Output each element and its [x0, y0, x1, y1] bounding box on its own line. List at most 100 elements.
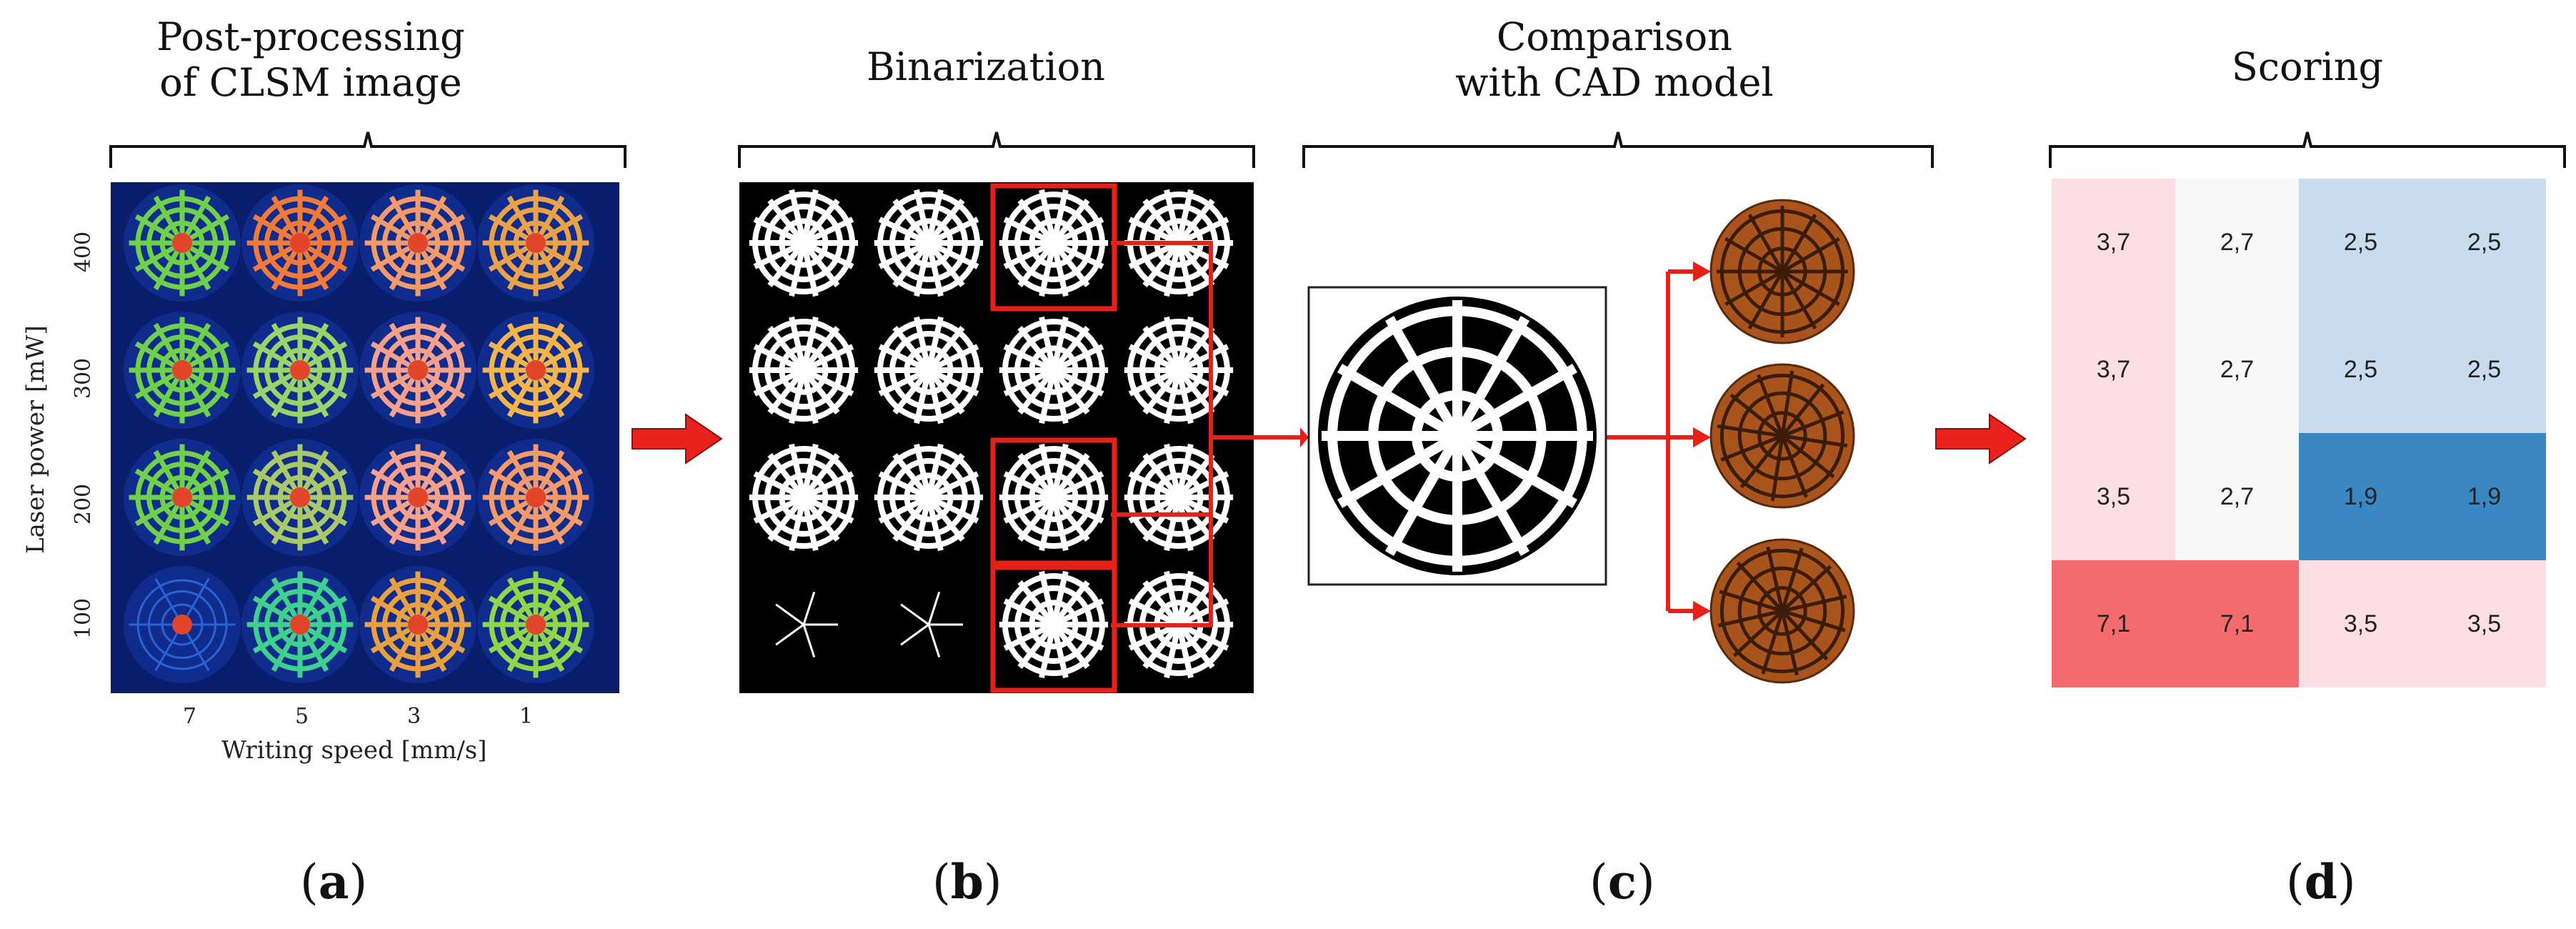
- variant-2-pattern-ring-1: [1737, 391, 1827, 481]
- variant-1-pattern-spoke-8: [1747, 214, 1784, 273]
- variant-1-hub: [1777, 266, 1788, 277]
- variant-1-rim: [1709, 199, 1855, 344]
- arrow-a-to-b: [631, 413, 723, 464]
- binarized-image: [739, 182, 1254, 693]
- connector-to-cad-head: [1300, 427, 1309, 447]
- panel-d-bracket: [2049, 131, 2566, 168]
- variant-1-pattern: [1717, 206, 1848, 337]
- cad-pattern-spoke-8: [1384, 315, 1462, 439]
- clsm-structure-r3-c2-core: [290, 487, 310, 507]
- x-tick-3: 3: [407, 704, 421, 729]
- variant-2-pattern-spoke-6: [1717, 424, 1783, 438]
- caption-a: (a): [300, 854, 367, 910]
- score-cell-r2-c4: 2,5: [2422, 306, 2546, 433]
- variant-1-pattern-spoke-10: [1780, 214, 1817, 273]
- panel-c-title-line2: with CAD model: [1455, 60, 1774, 105]
- caption-b: (b): [932, 854, 1002, 910]
- connector-branch-mid-head: [1693, 427, 1711, 447]
- variant-3-pattern-spoke-9: [1780, 547, 1804, 612]
- caption-d-close: ): [2337, 855, 2356, 910]
- variant-2-pattern-spoke-3: [1770, 435, 1784, 502]
- panel-c-title-line1: Comparison: [1497, 14, 1732, 59]
- cad-hub: [1450, 429, 1464, 443]
- variant-2-pattern-spoke-1: [1781, 434, 1835, 479]
- variant-2-pattern-spoke-11: [1782, 410, 1844, 438]
- caption-c-letter: c: [1607, 854, 1637, 910]
- clsm-structure-r1-c4-core: [526, 233, 546, 253]
- clsm-structure-r1-c3: [364, 189, 471, 297]
- variant-3-pattern-ring-0: [1757, 586, 1807, 636]
- binary-structure-r4-c2: [900, 591, 963, 658]
- connector-top-box: [1111, 241, 1213, 627]
- x-tick-5: 5: [295, 704, 309, 729]
- variant-2-pattern-spoke-8: [1757, 374, 1784, 437]
- caption-c-open: (: [1589, 855, 1608, 910]
- variant-1-pattern-spoke-1: [1781, 269, 1840, 307]
- variant-2-pattern-ring-2: [1719, 373, 1845, 499]
- variant-2-pattern-spoke-2: [1780, 435, 1808, 498]
- binary-structure-r2-c1-core: [794, 360, 814, 380]
- panel-a-title: Post-processing of CLSM image: [107, 14, 514, 106]
- cad-pattern: [1322, 300, 1593, 572]
- panel-d-title: Scoring: [2231, 44, 2384, 89]
- binary-structure-r4-c2-spoke-1: [927, 624, 941, 658]
- variant-3-pattern-spoke-3: [1761, 610, 1784, 675]
- score-cell-r2-c3: 2,5: [2299, 306, 2422, 433]
- variant-1-pattern-spoke-4: [1747, 270, 1784, 329]
- variant-2-hub: [1777, 430, 1788, 442]
- clsm-structure-r1-c2: [246, 189, 354, 297]
- highlight-box-3: [990, 565, 1117, 693]
- clsm-image: [111, 182, 619, 693]
- clsm-structure-r4-c2-core: [290, 615, 310, 635]
- variant-3-pattern-spoke-6: [1719, 590, 1783, 613]
- clsm-structure-r2-c3-core: [408, 360, 428, 380]
- score-cell-r1-c4: 2,5: [2422, 179, 2546, 306]
- score-cell-r1-c3: 2,5: [2299, 179, 2422, 306]
- clsm-structure-r2-c1-core: [172, 360, 192, 380]
- binary-structure-r4-c3: [999, 570, 1109, 679]
- x-tick-7: 7: [183, 704, 197, 729]
- variant-2-pattern-spoke-0: [1782, 434, 1848, 448]
- binary-structure-r4-c2-spoke-3: [900, 603, 929, 626]
- clsm-structure-r2-c4-core: [526, 360, 546, 380]
- binary-structure-r4-c1-spoke-1: [802, 624, 816, 658]
- variant-1-pattern-spoke-11: [1781, 237, 1840, 274]
- variant-3-hub: [1777, 605, 1788, 617]
- clsm-structure-r3-c1-core: [172, 487, 192, 507]
- variant-3-pattern-ring-2: [1719, 548, 1845, 674]
- panel-c-title: Comparison with CAD model: [1300, 14, 1929, 106]
- clsm-structure-r2-c2-core: [290, 360, 310, 380]
- binary-structure-r4-c1-spoke-2: [775, 623, 804, 646]
- variant-2-pattern-spoke-7: [1729, 393, 1784, 437]
- binary-structure-r1-c2-core: [919, 233, 939, 253]
- variant-1-pattern-spoke-5: [1724, 269, 1784, 307]
- panel-a-title-line1: Post-processing: [156, 14, 465, 59]
- panel-a-title-line2: of CLSM image: [159, 60, 462, 105]
- binary-structure-r4-c2-spoke-2: [900, 623, 929, 646]
- panel-c-bracket: [1302, 131, 1934, 168]
- score-cell-r4-c1: 7,1: [2052, 560, 2175, 687]
- variant-3-pattern-spoke-0: [1782, 609, 1846, 632]
- clsm-structure-r1-c3-core: [408, 233, 428, 253]
- variant-3-pattern-spoke-2: [1780, 610, 1799, 676]
- cad-pattern-spoke-10: [1452, 315, 1530, 439]
- binary-structure-r1-c1-core: [794, 233, 814, 253]
- clsm-structure-r3-c3-core: [408, 487, 428, 507]
- variant-3-pattern-spoke-8: [1766, 546, 1784, 612]
- cad-pattern-spoke-11: [1454, 363, 1578, 441]
- cad-pattern-spoke-5: [1337, 431, 1460, 509]
- binary-structure-r4-c3-core: [1044, 615, 1064, 635]
- binary-structure-r4-c1: [775, 591, 838, 658]
- score-cell-r1-c2: 2,7: [2175, 179, 2299, 306]
- x-tick-1: 1: [519, 704, 534, 729]
- binary-structure-r4-c2-spoke-4: [927, 591, 941, 625]
- printed-structure-variant-2: [1709, 363, 1855, 509]
- printed-structure-variant-1: [1709, 199, 1855, 344]
- cad-pattern-spoke-2: [1452, 433, 1530, 557]
- connector-branch-bot-head: [1693, 601, 1711, 621]
- clsm-structure-r4-c3-core: [408, 615, 428, 635]
- variant-2-pattern-spoke-9: [1780, 370, 1794, 437]
- score-cell-r3-c4: 1,9: [2422, 433, 2546, 560]
- variant-3-pattern-spoke-7: [1736, 561, 1784, 612]
- score-cell-r4-c4: 3,5: [2422, 560, 2546, 687]
